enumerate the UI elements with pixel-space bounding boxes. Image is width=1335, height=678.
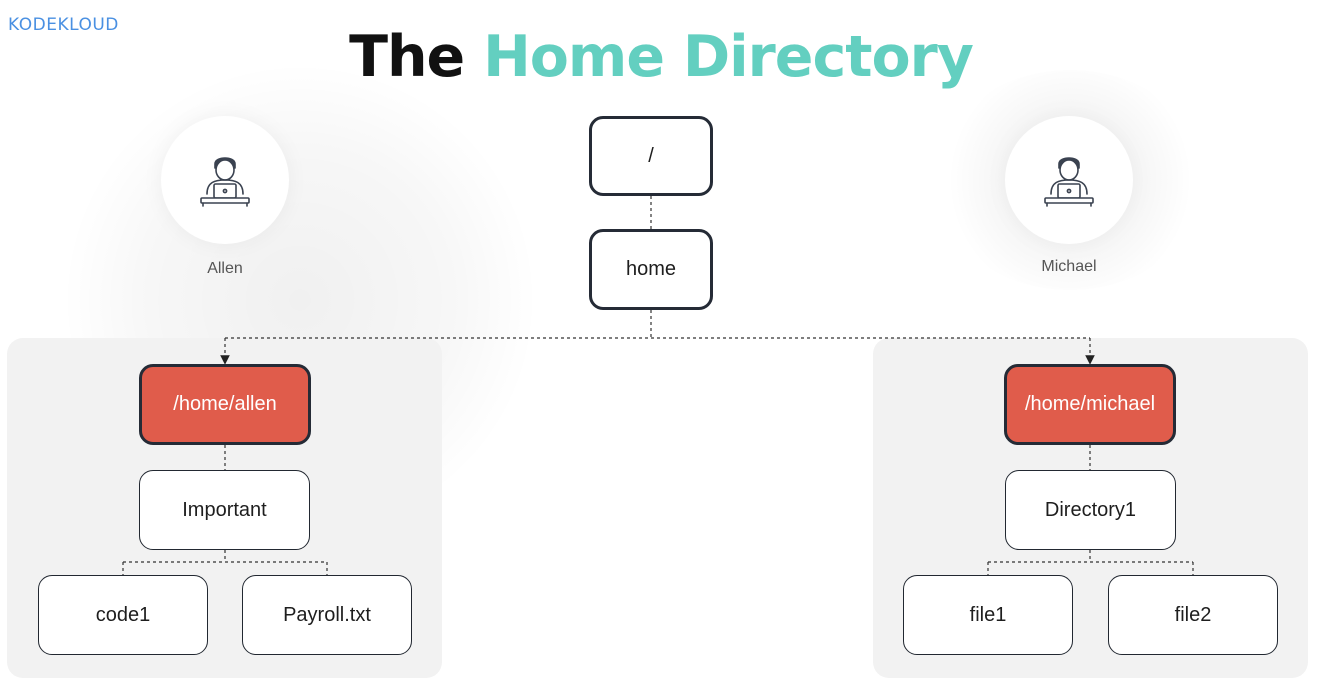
michael-avatar [1005, 116, 1133, 244]
kodekloud-logo: KODEKLOUD [8, 15, 119, 35]
user-laptop-icon [1044, 157, 1094, 207]
node-file2: file2 [1108, 575, 1278, 655]
page-title: The Home Directory [0, 24, 1322, 90]
node-root: / [589, 116, 713, 196]
user-name-michael: Michael [1041, 258, 1097, 275]
node-home: home [589, 229, 713, 310]
node-home-michael: /home/michael [1004, 364, 1176, 445]
node-directory1: Directory1 [1005, 470, 1176, 550]
title-part-home-directory: Home Directory [483, 24, 974, 90]
node-home-allen: /home/allen [139, 364, 311, 445]
node-code1: code1 [38, 575, 208, 655]
title-part-the: The [349, 24, 465, 90]
node-important: Important [139, 470, 310, 550]
user-laptop-icon [200, 157, 250, 207]
node-file1: file1 [903, 575, 1073, 655]
node-payroll: Payroll.txt [242, 575, 412, 655]
user-name-allen: Allen [207, 260, 243, 277]
allen-avatar [161, 116, 289, 244]
